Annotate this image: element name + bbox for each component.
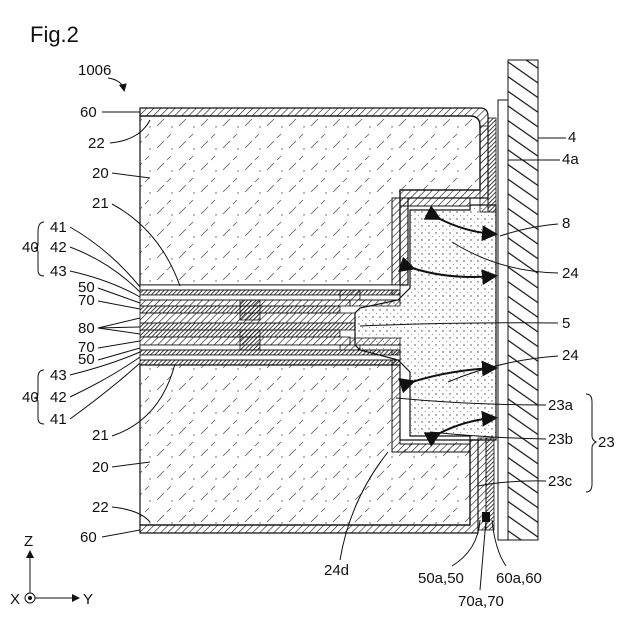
label-43-top: 43: [50, 263, 67, 280]
label-21-bot: 21: [92, 427, 109, 444]
label-8: 8: [562, 215, 570, 232]
label-22-top: 22: [88, 135, 105, 152]
label-24-bot: 24: [562, 347, 579, 364]
label-4: 4: [568, 129, 576, 146]
reference-arrow: [108, 78, 124, 90]
label-23: 23: [598, 434, 615, 451]
label-50-bot: 50: [78, 351, 95, 368]
label-5: 5: [562, 315, 570, 332]
wall-4: [498, 60, 538, 540]
label-23a: 23a: [548, 397, 574, 414]
label-60-bot: 60: [80, 529, 97, 546]
label-60-top: 60: [80, 104, 97, 121]
axis-y-label: Y: [83, 591, 93, 608]
label-24-top: 24: [562, 265, 579, 282]
label-20-top: 20: [92, 165, 109, 182]
label-24d: 24d: [324, 562, 349, 579]
label-42-bot: 42: [50, 389, 67, 406]
axis-z-label: Z: [24, 533, 33, 550]
label-4a: 4a: [562, 151, 579, 168]
label-41-bot: 41: [50, 411, 67, 428]
label-70a: 70a,70: [458, 593, 504, 610]
label-41-top: 41: [50, 219, 67, 236]
label-60a: 60a,60: [496, 570, 542, 587]
label-21-top: 21: [92, 195, 109, 212]
axis-x-label: X: [10, 591, 20, 608]
figure-title: Fig.2: [30, 22, 79, 47]
label-23b: 23b: [548, 431, 573, 448]
label-42-top: 42: [50, 239, 67, 256]
label-43-bot: 43: [50, 367, 67, 384]
label-23c: 23c: [548, 473, 573, 490]
label-22-bot: 22: [92, 499, 109, 516]
label-20-bot: 20: [92, 459, 109, 476]
label-50a: 50a,50: [418, 570, 464, 587]
reference-numeral: 1006: [78, 62, 111, 79]
label-70-top: 70: [78, 292, 95, 309]
label-80: 80: [78, 320, 95, 337]
